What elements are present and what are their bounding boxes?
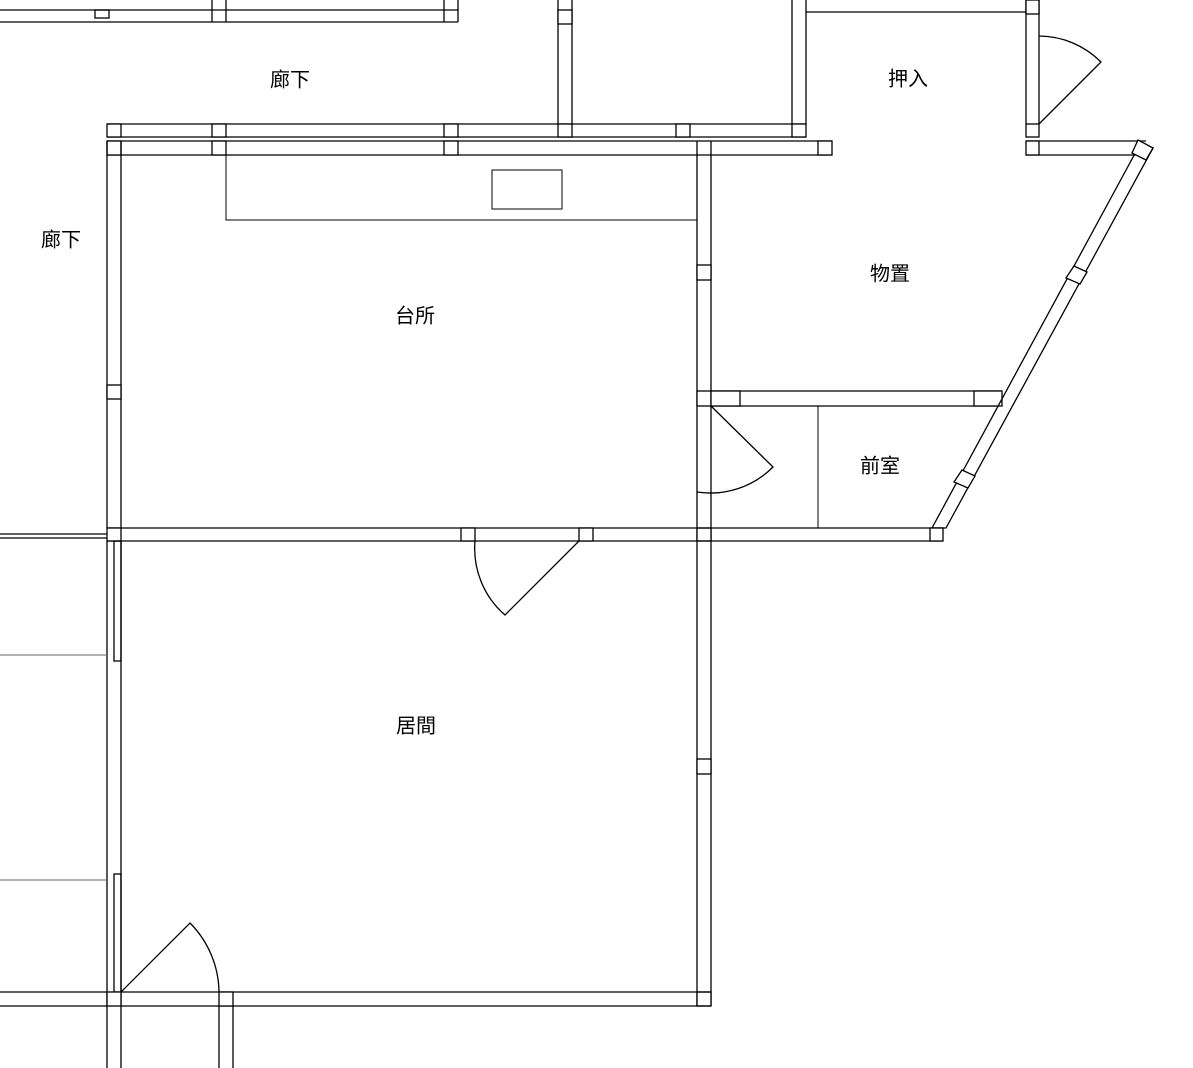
closet-walls [791, 0, 1102, 138]
center-wall [696, 141, 774, 1007]
anteroom-door-swing [696, 405, 774, 494]
room-label-storage: 物置 [870, 262, 910, 286]
mid-wall [0, 527, 944, 616]
sink [491, 169, 563, 210]
top-left-wall [0, 0, 459, 23]
kitchen-left-wall [106, 141, 122, 528]
room-label-corridor-left: 廊下 [41, 228, 81, 252]
bottom-wall [0, 922, 711, 1068]
top-middle-wall [557, 0, 573, 124]
diagonal-wall [930, 139, 1155, 529]
room-label-corridor-top: 廊下 [270, 68, 310, 92]
kitchen-counter [225, 155, 697, 221]
closet-door-swing [1038, 35, 1102, 125]
entry-door-swing [120, 922, 220, 993]
room-label-anteroom: 前室 [860, 454, 900, 478]
room-label-kitchen: 台所 [395, 304, 435, 328]
room-label-closet: 押入 [888, 67, 928, 91]
living-left-wall [0, 540, 122, 1068]
corridor-wall [106, 123, 1146, 156]
room-label-living: 居間 [396, 714, 436, 738]
living-door-swing [474, 540, 580, 616]
storage-partition [710, 390, 1003, 528]
